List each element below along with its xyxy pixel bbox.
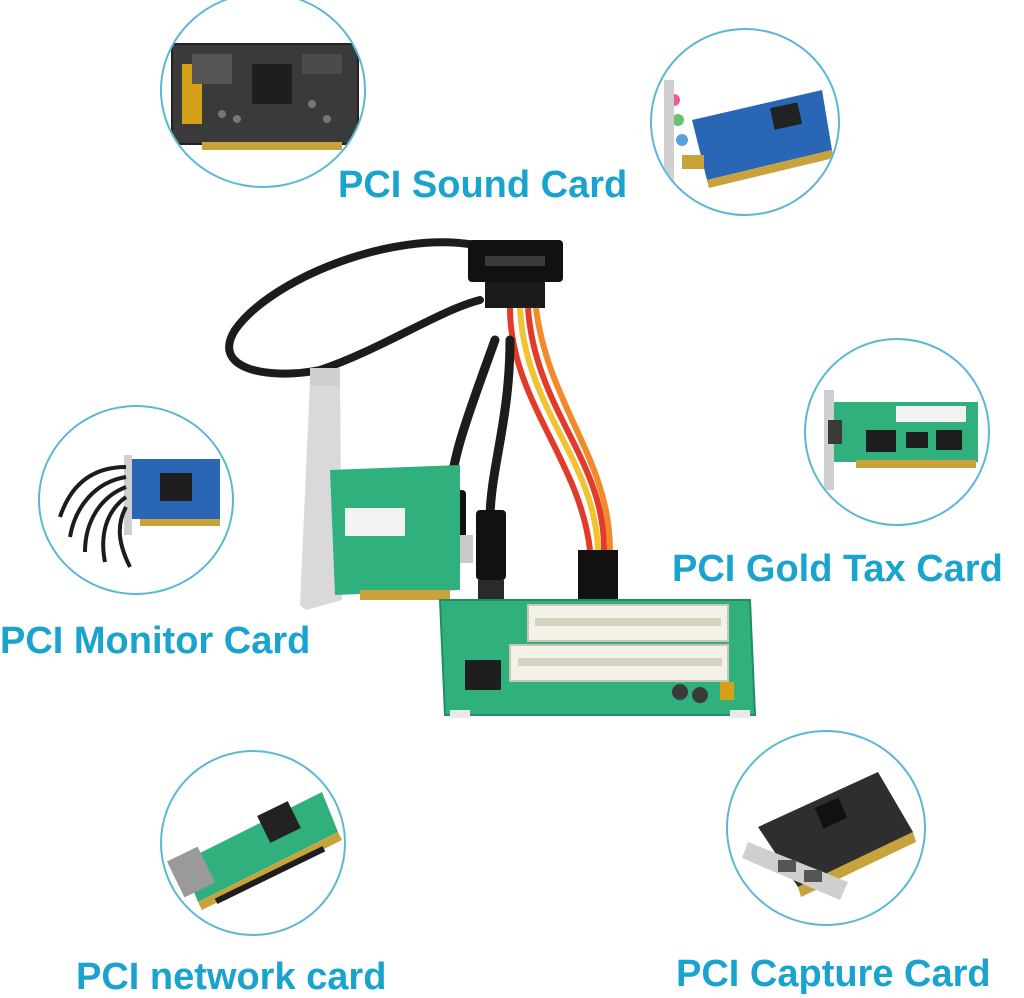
sound-card-circle-top-right	[650, 28, 840, 216]
pci-capture-card-photo-icon	[742, 772, 916, 900]
pci-sound-card-photo-icon	[171, 43, 359, 150]
gold-tax-card-circle	[804, 338, 990, 526]
label-pci-gold-tax-card: PCI Gold Tax Card	[672, 548, 1003, 590]
capture-card-circle	[726, 730, 926, 926]
pci-network-card-photo-icon	[166, 792, 342, 910]
sound-card-circle-top-left	[160, 0, 366, 188]
pci-gold-tax-card-photo-icon	[824, 390, 978, 490]
label-pci-sound-card: PCI Sound Card	[338, 164, 628, 206]
label-pci-capture-card: PCI Capture Card	[676, 953, 991, 995]
network-card-circle	[160, 750, 346, 936]
label-pci-monitor-card: PCI Monitor Card	[0, 620, 311, 662]
pci-sound-card-blue-photo-icon	[664, 80, 834, 200]
monitor-card-circle	[38, 405, 234, 595]
pci-monitor-card-photo-icon	[58, 455, 220, 568]
label-pci-network-card: PCI network card	[76, 956, 387, 998]
pcie-to-dual-pci-adapter-photo-icon	[225, 238, 757, 718]
